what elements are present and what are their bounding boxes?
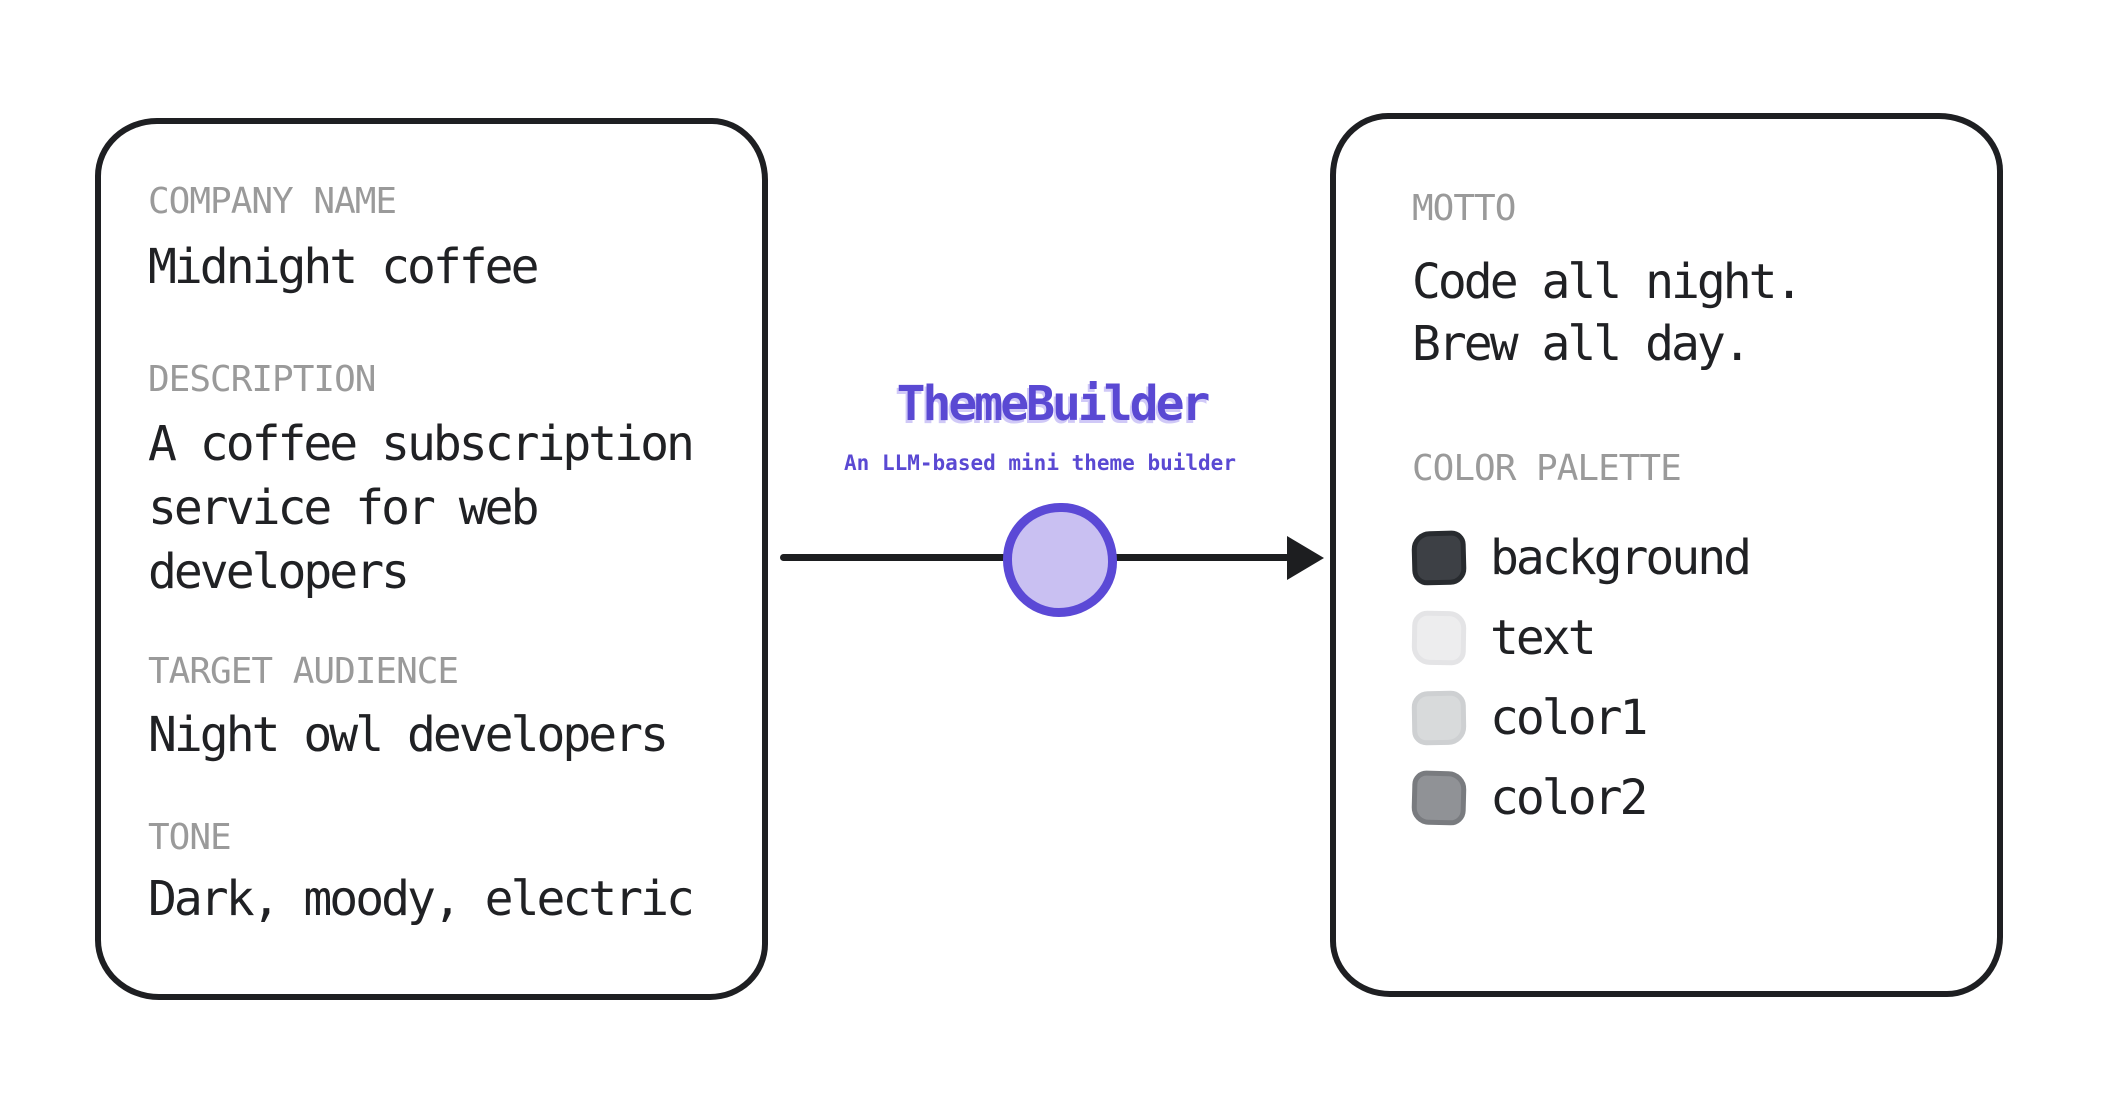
color-palette-list: background text color1 color2 <box>1411 530 1961 826</box>
swatch-label: color1 <box>1490 690 1648 746</box>
swatch-label: background <box>1490 530 1752 586</box>
company-name-value: Midnight coffee <box>148 239 539 295</box>
color-palette-label: COLOR PALETTE <box>1412 448 1682 489</box>
tone-label: TONE <box>148 817 232 858</box>
output-card: MOTTO Code all night. Brew all day. COLO… <box>1330 113 2003 997</box>
swatch-label: color2 <box>1490 770 1648 826</box>
input-card: COMPANY NAME Midnight coffee DESCRIPTION… <box>95 118 768 1000</box>
palette-row-background: background <box>1411 530 1961 586</box>
palette-row-color2: color2 <box>1411 770 1961 826</box>
description-value: A coffee subscription service for web de… <box>148 416 695 600</box>
field-tone: TONE Dark, moody, electric <box>148 818 726 928</box>
arrow-head-icon <box>1287 536 1324 580</box>
color2-swatch <box>1411 770 1467 826</box>
field-description: DESCRIPTION A coffee subscription servic… <box>148 360 726 604</box>
motto-label: MOTTO <box>1412 188 1516 229</box>
swatch-label: text <box>1490 610 1597 666</box>
builder-subtitle: An LLM-based mini theme builder <box>844 451 1236 475</box>
company-name-label: COMPANY NAME <box>148 181 397 222</box>
field-company-name: COMPANY NAME Midnight coffee <box>148 182 726 296</box>
target-audience-value: Night owl developers <box>148 707 669 763</box>
motto-value: Code all night. Brew all day. <box>1412 254 1803 372</box>
palette-row-text: text <box>1411 610 1961 666</box>
target-audience-label: TARGET AUDIENCE <box>148 651 459 692</box>
builder-title: ThemeBuilder <box>896 376 1211 432</box>
text-swatch <box>1411 610 1467 666</box>
color1-swatch <box>1411 690 1467 746</box>
tone-value: Dark, moody, electric <box>148 871 695 927</box>
description-label: DESCRIPTION <box>148 359 376 400</box>
palette-row-color1: color1 <box>1411 690 1961 746</box>
builder-node-circle <box>1003 503 1117 617</box>
field-target-audience: TARGET AUDIENCE Night owl developers <box>148 652 726 764</box>
background-swatch <box>1411 530 1467 586</box>
